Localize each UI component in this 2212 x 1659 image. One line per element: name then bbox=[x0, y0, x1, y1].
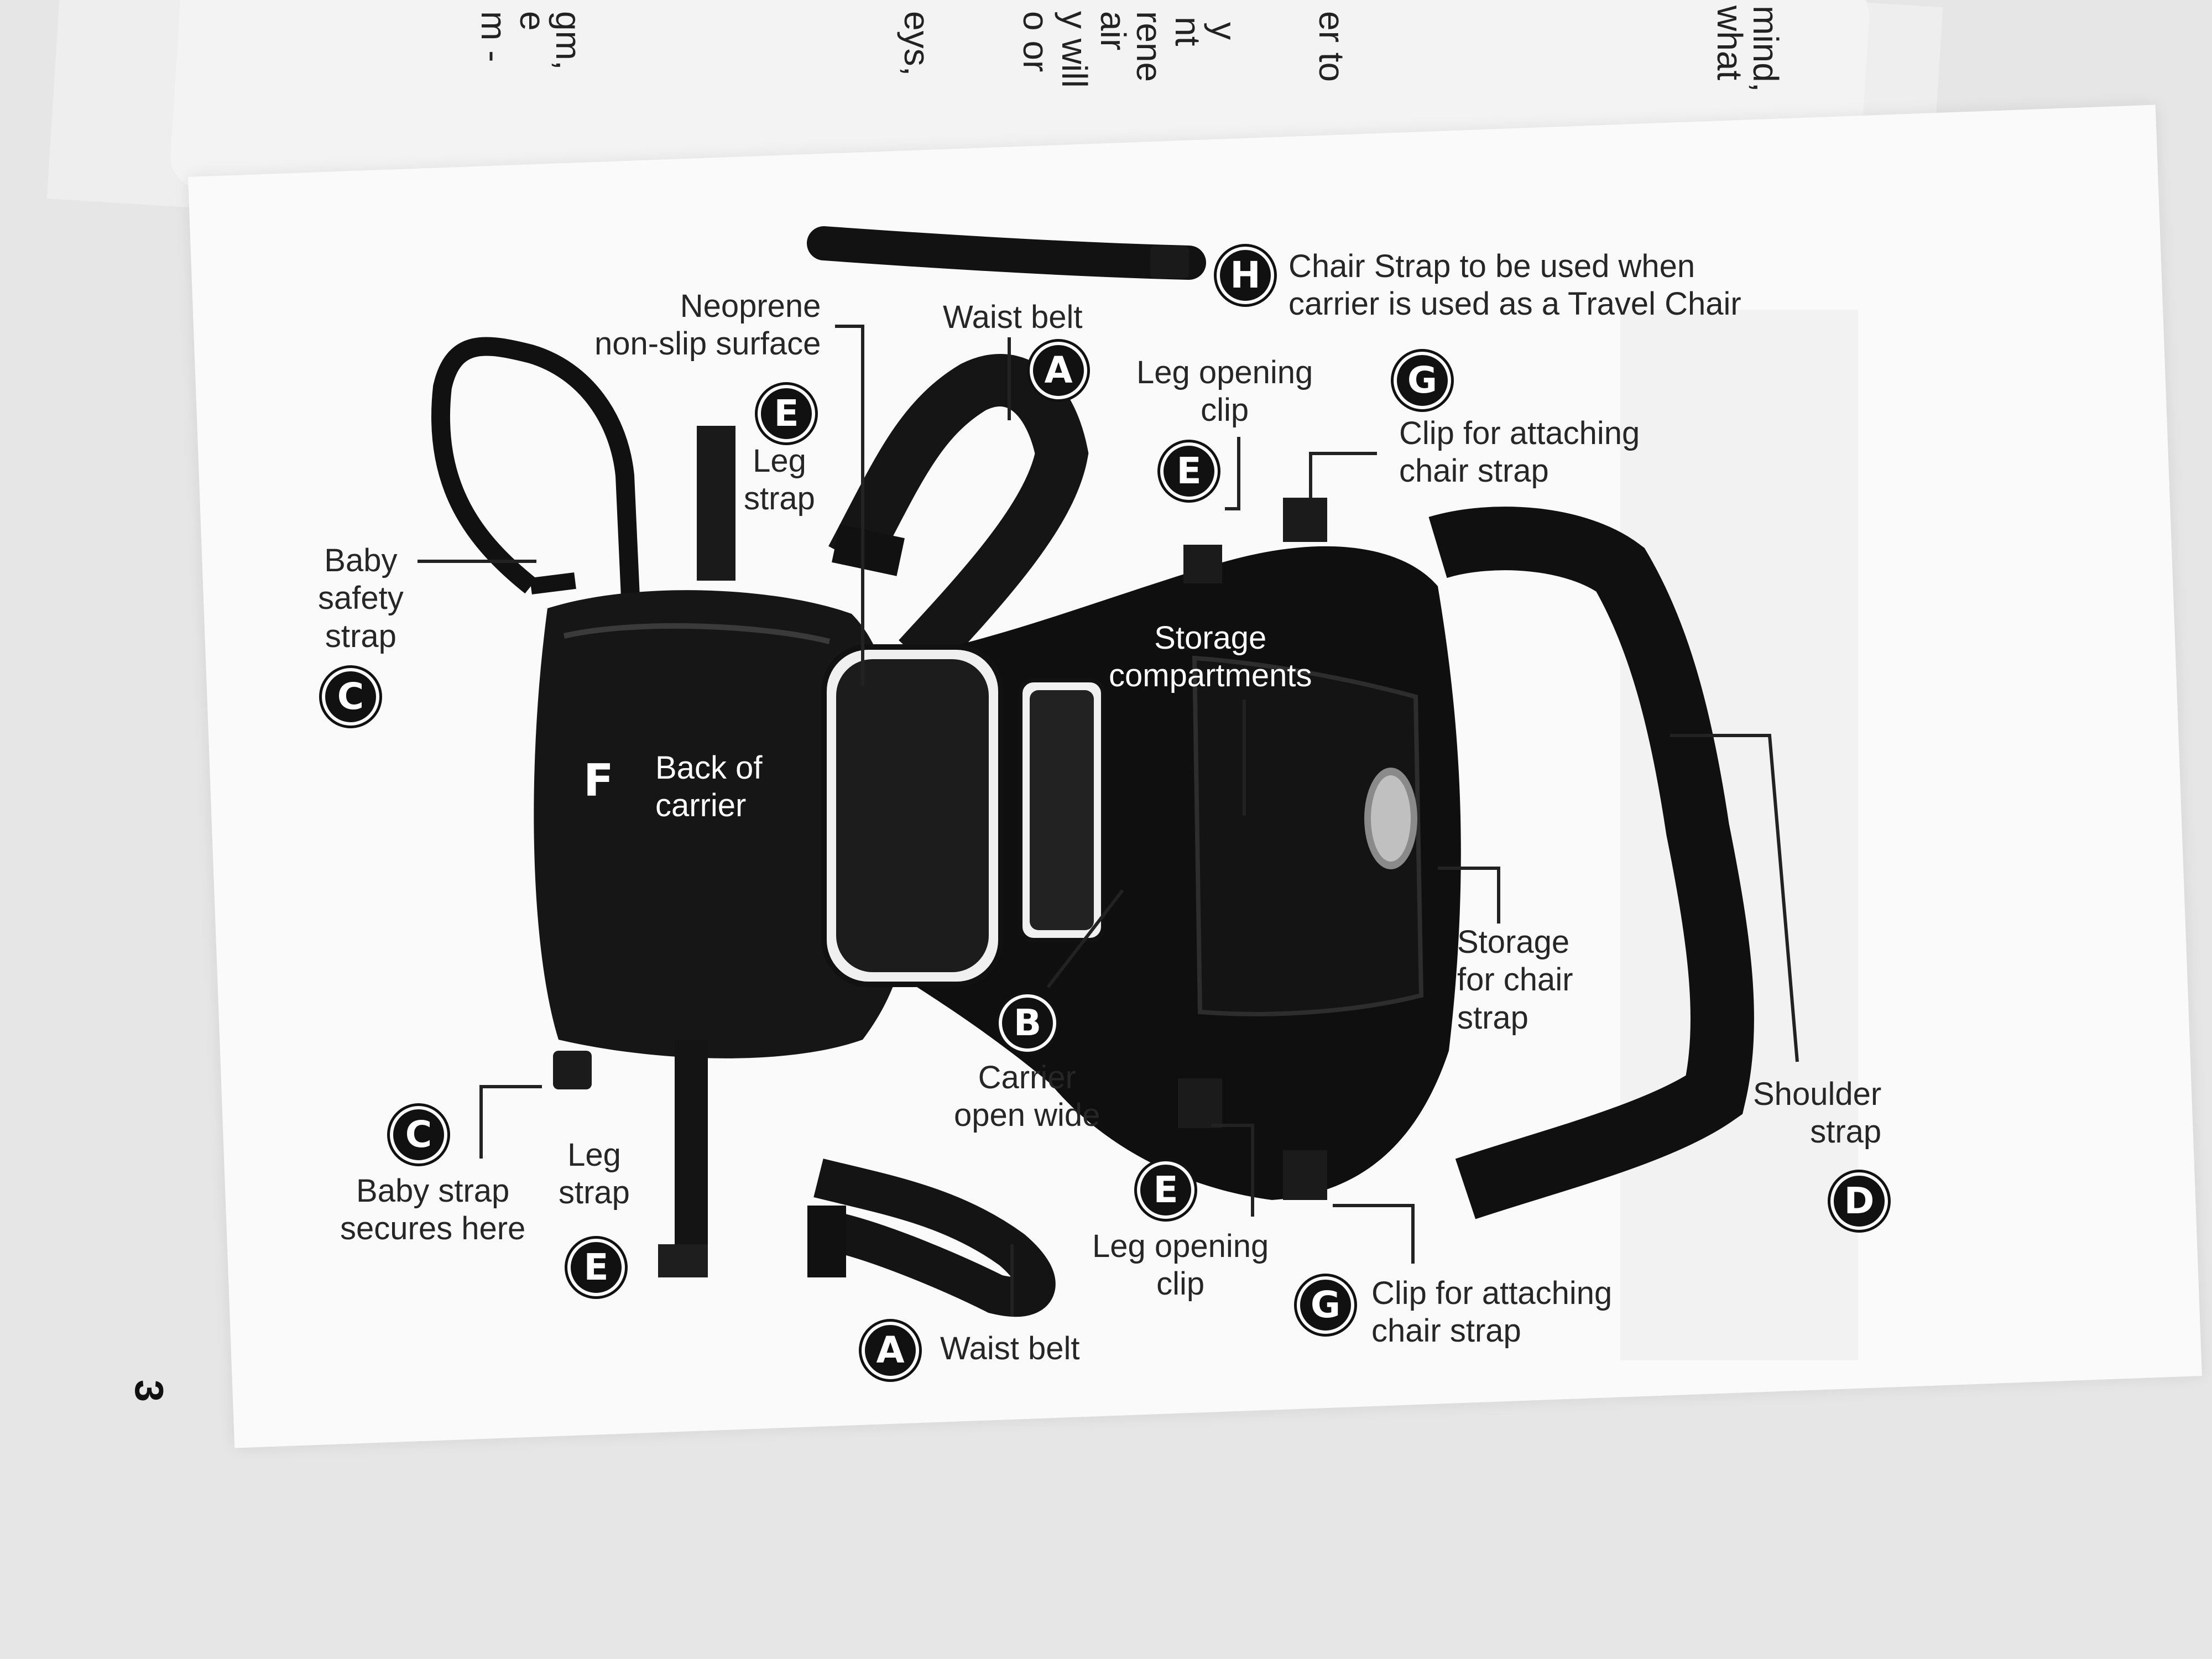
storage-chair-strap-label: Storage for chair strap bbox=[1457, 924, 1573, 1037]
badge-f: F bbox=[583, 755, 614, 806]
back-carrier-line1: Back of bbox=[655, 750, 763, 786]
storage-comp-line2: compartments bbox=[1109, 658, 1312, 694]
leg-strap-top-illustration bbox=[697, 426, 735, 581]
leg-opening-clip-bottom-line2: clip bbox=[1156, 1266, 1205, 1302]
baby-strap-line2: secures here bbox=[340, 1211, 526, 1247]
clips-illustration bbox=[553, 498, 1327, 1200]
clip-chair-bottom-label: Clip for attaching chair strap bbox=[1371, 1275, 1612, 1350]
clip-chair-top-line1: Clip for attaching bbox=[1399, 415, 1640, 451]
clip-chair-top-line2: chair strap bbox=[1399, 453, 1549, 489]
shoulder-line2: strap bbox=[1810, 1114, 1882, 1150]
baby-safety-line3: strap bbox=[325, 618, 397, 654]
badge-c-bottom: C bbox=[390, 1106, 447, 1164]
leg-strap-top-line1: Leg bbox=[753, 443, 806, 479]
neoprene-label-line1: Neoprene bbox=[680, 288, 821, 324]
badge-e-bottom-left: E bbox=[567, 1239, 625, 1296]
badge-g-bottom: G bbox=[1297, 1276, 1354, 1334]
neoprene-label: Neoprene non-slip surface bbox=[594, 288, 821, 363]
storage-compartments-label: Storage compartments bbox=[1109, 619, 1312, 695]
carrier-open-wide-label: Carrier open wide bbox=[954, 1059, 1100, 1135]
waist-belt-top-label: Waist belt bbox=[943, 299, 1083, 335]
baby-strap-line1: Baby strap bbox=[356, 1173, 510, 1209]
chair-strap-label-line1: Chair Strap to be used when bbox=[1288, 248, 1695, 284]
badge-e-bottom-right: E bbox=[1137, 1161, 1194, 1219]
storage-chair-line3: strap bbox=[1457, 999, 1528, 1036]
leg-strap-top-label: Leg strap bbox=[744, 442, 815, 518]
chair-strap-label-line2: carrier is used as a Travel Chair bbox=[1288, 286, 1741, 322]
waist-belt-bottom-label: Waist belt bbox=[940, 1331, 1080, 1366]
page-number: 3 bbox=[127, 1380, 171, 1402]
back-carrier-line2: carrier bbox=[655, 787, 747, 824]
leg-opening-clip-top-line2: clip bbox=[1201, 392, 1249, 429]
clip-chair-bottom-line2: chair strap bbox=[1371, 1313, 1521, 1349]
badge-c-top: C bbox=[322, 668, 379, 726]
shoulder-strap-illustration bbox=[1428, 507, 1754, 1219]
badge-b: B bbox=[999, 994, 1056, 1052]
back-of-carrier-label: Back of carrier bbox=[655, 749, 762, 825]
clip-chair-bottom-line1: Clip for attaching bbox=[1371, 1275, 1613, 1311]
leg-strap-bottom-label: Leg strap bbox=[559, 1136, 630, 1212]
leg-strap-bottom-line2: strap bbox=[559, 1175, 630, 1211]
callout-lines bbox=[418, 325, 1799, 1316]
storage-chair-line1: Storage bbox=[1457, 924, 1570, 960]
storage-comp-line1: Storage bbox=[1154, 620, 1267, 656]
shoulder-line1: Shoulder bbox=[1753, 1076, 1882, 1112]
leg-opening-clip-bottom-line1: Leg opening bbox=[1092, 1228, 1269, 1264]
baby-strap-secures-label: Baby strap secures here bbox=[340, 1172, 525, 1248]
chair-strap-illustration bbox=[807, 226, 1206, 280]
baby-safety-strap-illustration bbox=[431, 337, 640, 598]
storage-chair-line2: for chair bbox=[1457, 962, 1573, 998]
show-through-shadow bbox=[1620, 310, 1858, 1360]
chair-strap-label: Chair Strap to be used when carrier is u… bbox=[1288, 248, 1741, 324]
leg-strap-bottom-line1: Leg bbox=[567, 1137, 621, 1173]
baby-safety-strap-label: Baby safety strap bbox=[318, 542, 404, 655]
waist-belt-bottom-illustration bbox=[807, 1159, 1056, 1317]
leg-opening-clip-bottom-label: Leg opening clip bbox=[1092, 1228, 1269, 1303]
carrier-open-line2: open wide bbox=[954, 1097, 1100, 1134]
leg-opening-clip-top-label: Leg opening clip bbox=[1136, 354, 1313, 430]
leg-strap-bottom-illustration bbox=[658, 1040, 708, 1277]
neoprene-label-line2: non-slip surface bbox=[594, 326, 821, 362]
badge-e-top-right: E bbox=[1160, 442, 1218, 500]
badge-h: H bbox=[1217, 247, 1274, 304]
badge-d: D bbox=[1830, 1172, 1888, 1230]
carrier-back-panel bbox=[534, 590, 910, 1058]
carrier-open-line1: Carrier bbox=[978, 1060, 1076, 1095]
baby-safety-line1: Baby bbox=[324, 542, 398, 578]
leg-strap-top-line2: strap bbox=[744, 481, 815, 517]
waist-belt-top-illustration bbox=[828, 354, 1089, 676]
neoprene-panel-illustration bbox=[821, 644, 1004, 987]
shoulder-strap-label: Shoulder strap bbox=[1753, 1076, 1881, 1151]
baby-safety-line2: safety bbox=[318, 580, 404, 617]
clip-chair-top-label: Clip for attaching chair strap bbox=[1399, 415, 1640, 491]
carrier-opening-illustration bbox=[1018, 678, 1105, 942]
badge-e-top-left: E bbox=[758, 385, 815, 442]
badge-a-top: A bbox=[1030, 342, 1087, 399]
leg-opening-clip-top-line1: Leg opening bbox=[1136, 354, 1313, 390]
badge-a-bottom: A bbox=[862, 1322, 919, 1379]
badge-g-top: G bbox=[1394, 352, 1451, 409]
